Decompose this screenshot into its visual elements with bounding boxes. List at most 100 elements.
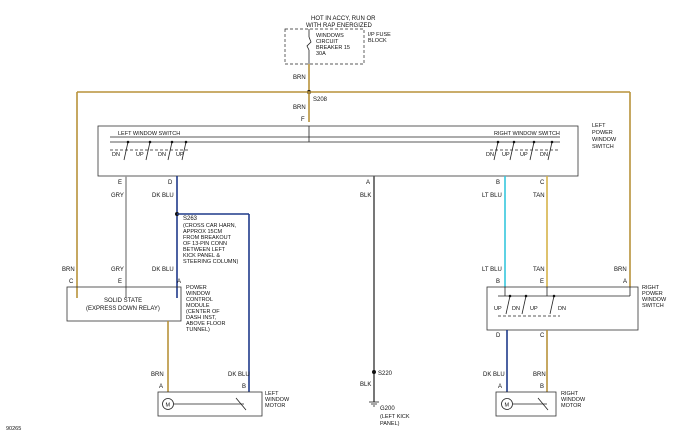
g200-note-1: (LEFT KICK — [380, 414, 410, 420]
left-contact-1 — [123, 141, 129, 161]
left-contact-3 — [167, 141, 173, 161]
g200-note-2: PANEL) — [380, 421, 400, 427]
left-motor-name-2: WINDOW — [265, 397, 290, 403]
right-sw-dn-1: DN — [512, 306, 520, 312]
fuse-block-outline — [284, 28, 365, 65]
left-motor-m: M — [166, 403, 171, 409]
switch-assembly-name-2: POWER — [592, 130, 613, 136]
left-power-window-switch-box — [97, 125, 579, 177]
module-name-5: (CENTER OF — [186, 309, 220, 315]
fuse-block-label-2: BLOCK — [368, 38, 387, 44]
right-motor-name-3: MOTOR — [561, 403, 581, 409]
left-motor-name-1: LEFT — [265, 391, 279, 397]
left-motor-thermal — [235, 397, 247, 411]
fuse-text-4: 30A — [316, 51, 326, 57]
fuse-text-3: BREAKER 15 — [316, 45, 350, 51]
module-name-3: CONTROL — [186, 297, 213, 303]
left-node-4 — [184, 140, 188, 144]
pin-c-main: C — [540, 180, 545, 186]
pin-d-left: D — [168, 180, 173, 186]
pin-e-left: E — [118, 180, 122, 186]
s263-note-6: KICK PANEL & — [183, 253, 220, 259]
dkblu-label-right-motor: DK BLU — [483, 372, 505, 378]
module-label: SOLID STATE — [104, 298, 142, 304]
right-sw-up-1: UP — [494, 306, 502, 312]
fuse-text-2: CIRCUIT — [316, 39, 339, 45]
source-text-1: HOT IN ACCY, RUN OR — [311, 16, 376, 22]
pin-c-module: C — [69, 279, 74, 285]
dkblu-label-left-motor: DK BLU — [228, 372, 250, 378]
right-switch-name-4: SWITCH — [642, 303, 664, 309]
left-node-1 — [126, 140, 130, 144]
right-switch-name-1: RIGHT — [642, 285, 660, 291]
pin-a-right-switch: A — [623, 279, 627, 285]
right-contact-2 — [509, 141, 515, 161]
s263-note-4: OF 13-PIN CONN — [183, 241, 227, 247]
tan-label-2: TAN — [533, 267, 545, 273]
right-contact-up-1: UP — [502, 152, 510, 158]
figure-id: 90265 — [6, 426, 21, 432]
right-sw-node-1 — [508, 294, 512, 298]
source-text-2: WITH RAP ENERGIZED — [306, 23, 373, 29]
right-contact-1 — [493, 141, 499, 161]
pin-a-left-motor: A — [159, 384, 163, 390]
pin-c-right-switch: C — [540, 333, 545, 339]
pin-f-label: F — [301, 117, 305, 123]
right-sw-contact-2 — [521, 295, 527, 315]
brn-label-right-motor: BRN — [533, 372, 546, 378]
blk-label-1: BLK — [360, 193, 371, 199]
right-contact-up-2: UP — [520, 152, 528, 158]
right-contact-dn-1: DN — [486, 152, 494, 158]
right-motor-symbol — [501, 398, 513, 410]
module-name-1: POWER — [186, 285, 207, 291]
module-name-7: ABOVE FLOOR — [186, 321, 225, 327]
pin-e-right-switch: E — [540, 279, 544, 285]
module-name-6: DASH INST, — [186, 315, 217, 321]
right-sw-up-2: UP — [530, 306, 538, 312]
pin-b-right-motor: B — [540, 384, 544, 390]
module-name-4: MODULE — [186, 303, 210, 309]
left-node-2 — [148, 140, 152, 144]
right-sw-contact-1 — [505, 295, 511, 315]
brn-label-mid: BRN — [293, 105, 306, 111]
right-power-window-switch-box — [486, 286, 639, 331]
pin-a-main: A — [366, 180, 370, 186]
right-node-2 — [512, 140, 516, 144]
switch-assembly-name-1: LEFT — [592, 123, 606, 129]
right-sw-node-3 — [552, 294, 556, 298]
tan-label-1: TAN — [533, 193, 545, 199]
circuit-breaker-symbol — [306, 36, 312, 51]
left-motor-symbol — [162, 398, 174, 410]
module-sublabel: (EXPRESS DOWN RELAY) — [86, 306, 160, 312]
right-motor-name-2: WINDOW — [561, 397, 586, 403]
s263-note-2: APPROX 15CM — [183, 229, 223, 235]
left-contact-2 — [145, 141, 151, 161]
ground-g200-label: G200 — [380, 406, 395, 412]
dkblu-label-2: DK BLU — [152, 267, 174, 273]
pin-a-right-motor: A — [498, 384, 502, 390]
right-window-switch-label: RIGHT WINDOW SWITCH — [494, 131, 560, 137]
left-motor-name-3: MOTOR — [265, 403, 285, 409]
switch-assembly-name-3: WINDOW — [592, 137, 617, 143]
right-window-motor-box — [495, 391, 557, 417]
right-node-4 — [550, 140, 554, 144]
left-window-switch-label: LEFT WINDOW SWITCH — [118, 131, 180, 137]
dkblu-label-1: DK BLU — [152, 193, 174, 199]
splice-s263-label: S263 — [183, 216, 198, 222]
right-contact-dn-2: DN — [540, 152, 548, 158]
right-sw-node-2 — [524, 294, 528, 298]
right-sw-contact-3 — [549, 295, 555, 315]
right-node-1 — [496, 140, 500, 144]
s263-note-1: (CROSS CAR HARN, — [183, 223, 237, 229]
left-contact-up-1: UP — [136, 152, 144, 158]
pin-e-module: E — [118, 279, 122, 285]
module-name-8: TUNNEL) — [186, 327, 210, 333]
ltblu-label-1: LT BLU — [482, 193, 502, 199]
right-motor-name-1: RIGHT — [561, 391, 579, 397]
brn-label-right: BRN — [614, 267, 627, 273]
splice-s220-dot — [372, 370, 376, 374]
s263-note-5: BETWEEN LEFT — [183, 247, 226, 253]
gry-label-1: GRY — [111, 193, 124, 199]
